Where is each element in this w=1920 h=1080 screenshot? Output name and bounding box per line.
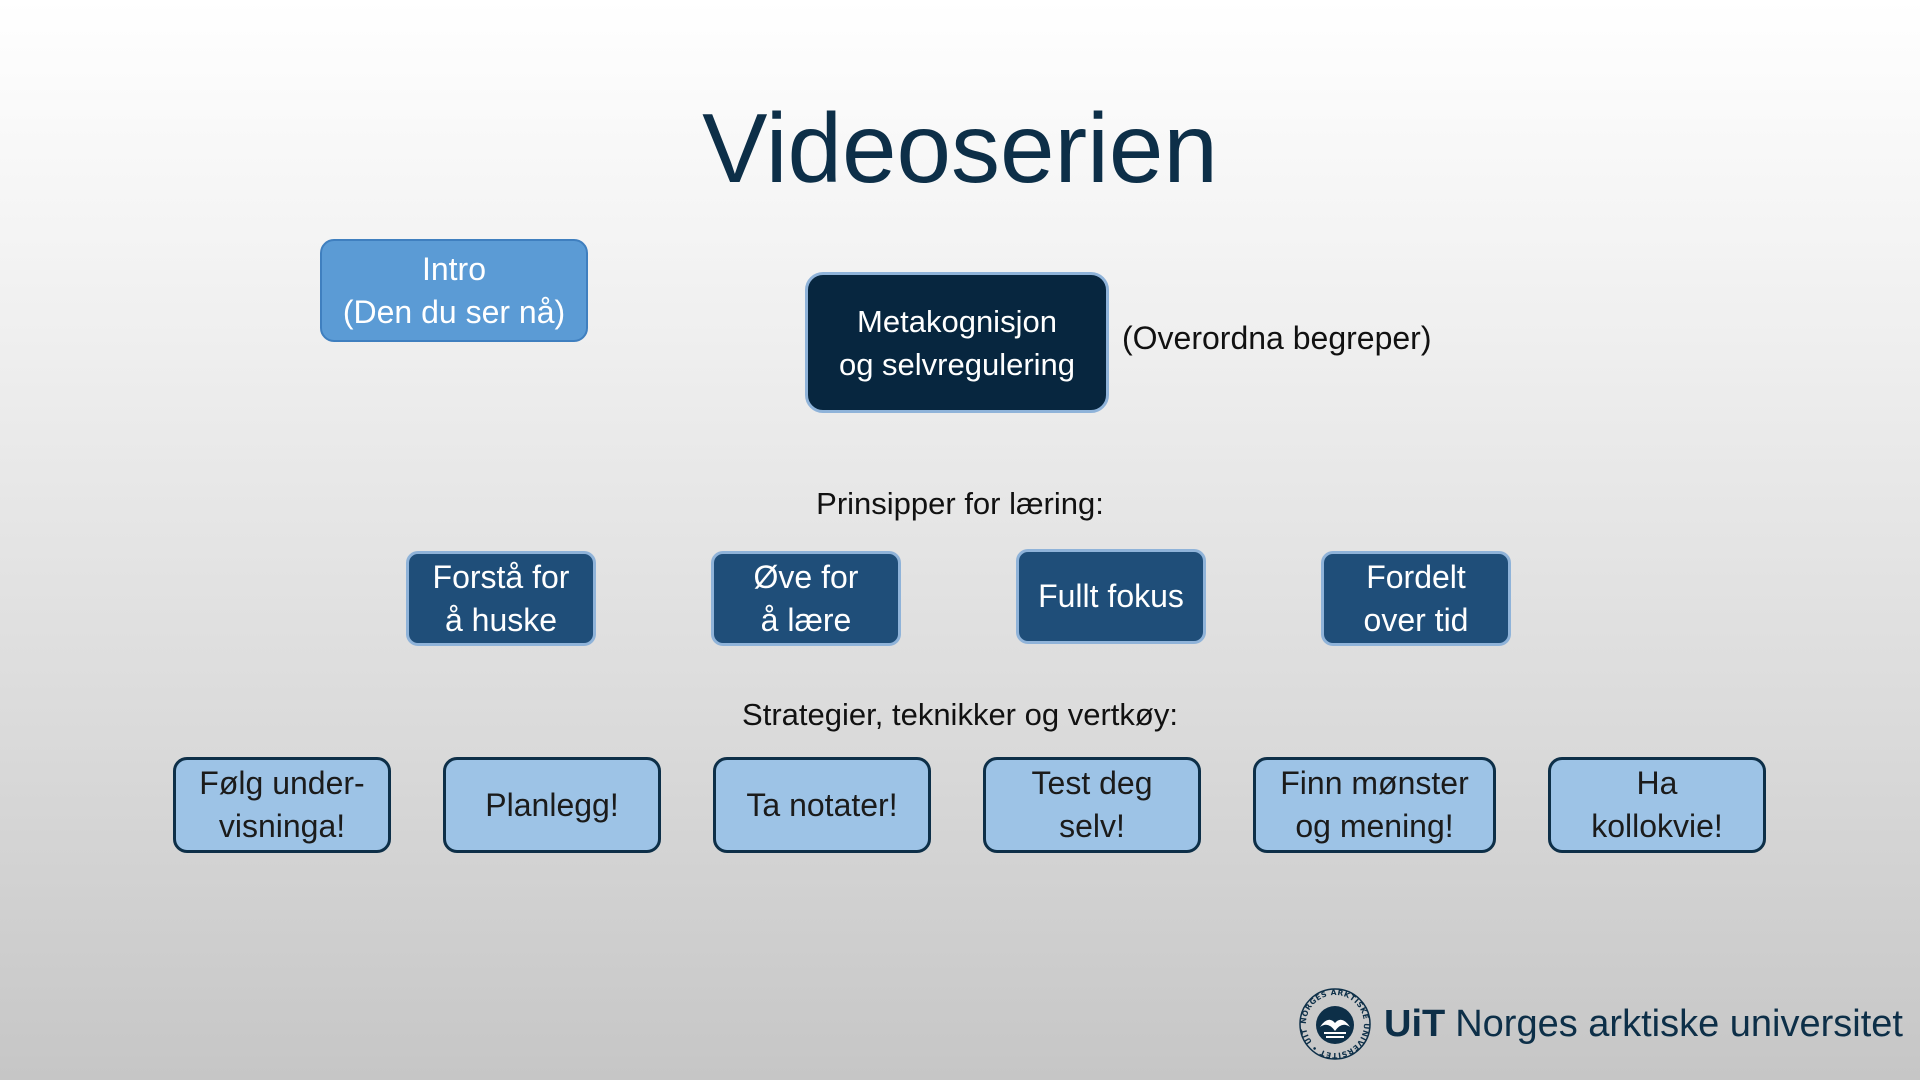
intro-box: Intro (Den du ser nå) <box>320 239 588 342</box>
strategy-box: Finn mønster og mening! <box>1253 757 1496 853</box>
strategy-box: Følg under- visninga! <box>173 757 391 853</box>
strategy-box: Test deg selv! <box>983 757 1201 853</box>
strategy-box: Ha kollokvie! <box>1548 757 1766 853</box>
metacognition-box: Metakognisjon og selvregulering <box>805 272 1109 413</box>
strategy-box: Planlegg! <box>443 757 661 853</box>
principle-box: Fordelt over tid <box>1321 551 1511 646</box>
strategy-box: Ta notater! <box>713 757 931 853</box>
overview-note: (Overordna begreper) <box>1122 320 1432 356</box>
principle-box: Fullt fokus <box>1016 549 1206 644</box>
principle-box: Øve for å lære <box>711 551 901 646</box>
slide-title: Videoserien <box>702 93 1218 203</box>
uit-seal-icon: NORGES ARKTISKE UNIVERSITET • UIT • <box>1298 987 1371 1060</box>
uit-wordmark: UiT <box>1384 1002 1446 1045</box>
principles-label: Prinsipper for læring: <box>816 486 1104 521</box>
strategies-label: Strategier, teknikker og vertkøy: <box>742 697 1178 732</box>
uit-logo: NORGES ARKTISKE UNIVERSITET • UIT • UiTN… <box>1298 987 1903 1061</box>
university-full-name: Norges arktiske universitet <box>1455 1002 1903 1045</box>
principle-box: Forstå for å huske <box>406 551 596 646</box>
